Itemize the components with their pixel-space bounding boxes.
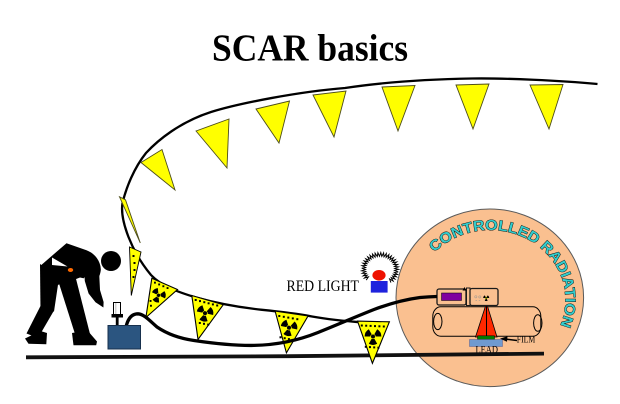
svg-text:FILM: FILM [517, 336, 536, 346]
svg-text:RED LIGHT: RED LIGHT [287, 278, 360, 295]
svg-text:SCAR basics: SCAR basics [212, 28, 408, 70]
svg-text:LEAD: LEAD [476, 345, 499, 356]
